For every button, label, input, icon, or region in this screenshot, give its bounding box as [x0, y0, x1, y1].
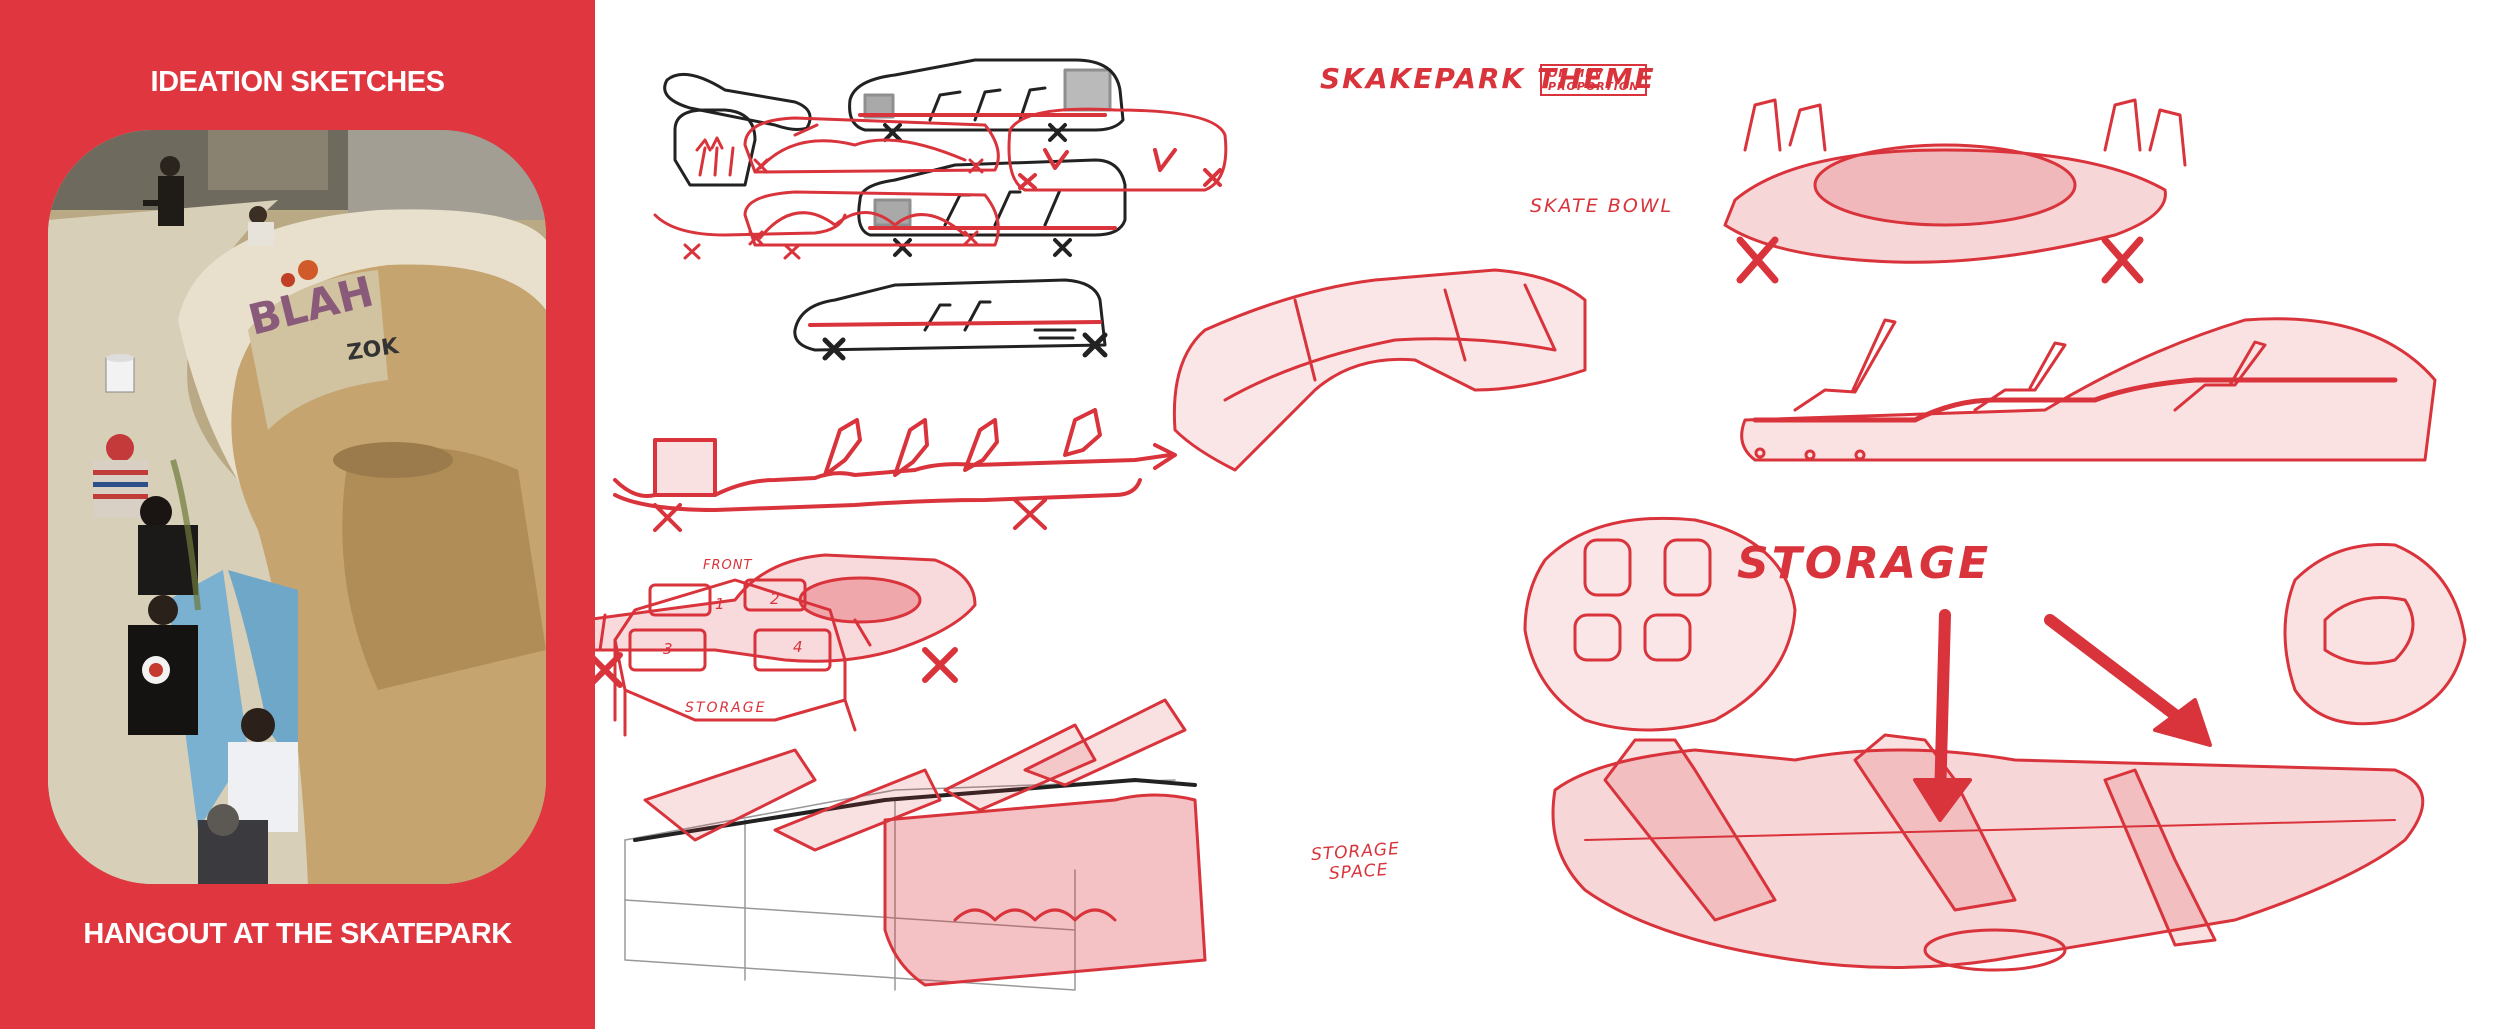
seat-number-4: 4: [793, 638, 803, 656]
storage-space-line2: SPACE: [1328, 859, 1390, 885]
skateboard-sketch: [663, 72, 812, 187]
side-profile-sketch: [1740, 317, 2437, 462]
main-storage-sketch: [1551, 733, 2425, 972]
skate-tray-sketch: [595, 553, 977, 688]
floating-tray-sketch: [1723, 98, 2187, 284]
storage-big-label: STORAGE: [1737, 538, 1992, 589]
seat-layout-sketch: [598, 578, 872, 737]
panel-caption: HANGOUT AT THE SKATEPARK: [83, 918, 512, 950]
bowl-interior-sketch: [1172, 268, 1587, 472]
storage-arrows: [1913, 609, 2212, 822]
skatepark-theme-sketch: [743, 107, 1228, 247]
front-label: FRONT: [703, 558, 753, 573]
skate-bowl-label: SKATE BOWL: [1530, 195, 1674, 217]
mpv-sketch-3: [793, 278, 1107, 352]
mpv-sketch-1: [848, 58, 1125, 132]
sketch-sheet: SKAKEPARK THEME ON MPV PROPORTION SKATE …: [595, 0, 2500, 1029]
theme-title: SKAKEPARK THEME: [1320, 62, 1656, 95]
panel-title: IDEATION SKETCHES: [150, 66, 445, 98]
skatepark-photo: BLAH ZOK: [48, 130, 546, 884]
theme-note-box: ON MPV PROPORTION: [1540, 64, 1648, 96]
seat-number-2: 2: [770, 590, 780, 608]
floor-profile-sketch: [613, 408, 1177, 532]
top-view-bowl-sketch: [1523, 516, 1797, 732]
right-view-bowl-sketch: [2283, 542, 2467, 726]
theme-note-line2: PROPORTION: [1548, 80, 1640, 93]
storage-small-label: STORAGE: [685, 700, 767, 716]
seat-number-3: 3: [663, 640, 673, 658]
left-red-panel: IDEATION SKETCHES BLAH ZOK: [0, 0, 595, 1029]
seat-number-1: 1: [715, 595, 725, 613]
theme-note-line1: ON MPV: [1548, 67, 1604, 80]
